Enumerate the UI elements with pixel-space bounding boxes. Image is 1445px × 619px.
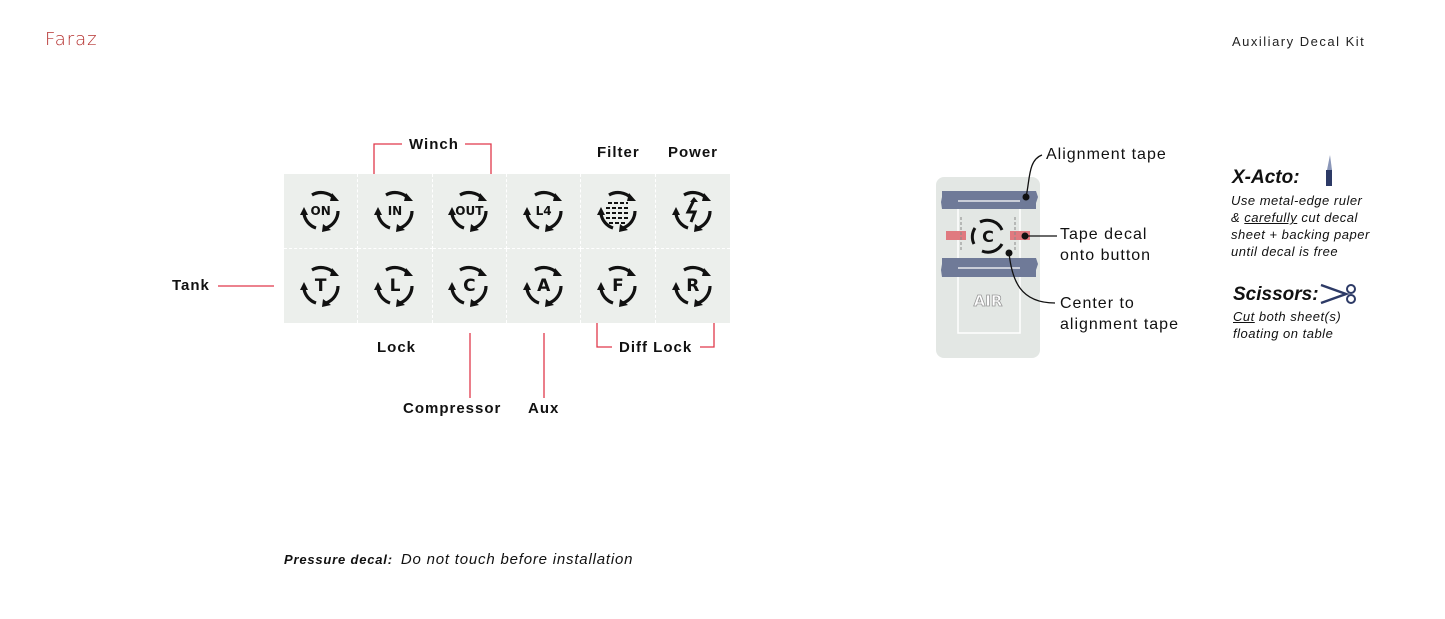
page-title: Auxiliary Decal Kit	[1232, 34, 1366, 49]
filter-label: Filter	[597, 144, 640, 161]
xacto-instructions: Use metal-edge ruler & carefully cut dec…	[1231, 193, 1370, 259]
decal-text: R	[686, 275, 700, 296]
center-label-2: alignment tape	[1060, 316, 1179, 333]
decal-cell: T	[284, 248, 359, 323]
decal-l-icon: L	[370, 261, 420, 311]
decal-text: L4	[535, 203, 552, 218]
decal-letter: C	[982, 227, 994, 246]
tape-decal-label-1: Tape decal	[1060, 226, 1148, 243]
filter-icon	[593, 186, 643, 236]
decal-cell: L4	[507, 174, 582, 249]
decal-a-icon: A	[519, 261, 569, 311]
decal-in-icon: IN	[370, 186, 420, 236]
scissors-instructions: Cut both sheet(s) floating on table	[1233, 309, 1342, 341]
decal-c-icon: C	[444, 261, 494, 311]
decal-cell: C	[433, 248, 507, 323]
decal-tape-left	[946, 231, 966, 240]
decal-cell: L	[358, 248, 433, 323]
decal-cell	[655, 174, 730, 249]
winch-label: Winch	[409, 136, 459, 153]
decal-cell: A	[507, 248, 582, 323]
decal-on-icon: ON	[296, 186, 346, 236]
compressor-label: Compressor	[403, 400, 502, 417]
power-icon	[668, 186, 718, 236]
decal-cell	[581, 174, 656, 249]
alignment-tape-top	[941, 191, 1038, 209]
decal-text: F	[612, 275, 624, 296]
xacto-knife-icon	[1326, 155, 1332, 186]
decal-text: C	[463, 275, 476, 296]
decal-out-icon: OUT	[444, 186, 494, 236]
decal-cell: ON	[284, 174, 359, 249]
brand-logo: Faraz	[45, 29, 98, 50]
aux-label: Aux	[528, 400, 560, 417]
decal-tape-right	[1010, 231, 1030, 240]
scissors-icon	[1320, 283, 1356, 305]
diff-lock-label: Diff Lock	[619, 339, 693, 356]
decal-cell: R	[656, 249, 730, 324]
decal-text: OUT	[455, 203, 484, 218]
pressure-decal-note: Pressure decal:Do not touch before insta…	[284, 551, 634, 568]
tank-label: Tank	[172, 277, 210, 294]
decal-icon	[970, 218, 1004, 254]
lock-label: Lock	[377, 339, 417, 356]
decal-cell: OUT	[432, 174, 507, 249]
scissors-title: Scissors:	[1233, 284, 1319, 305]
decal-text: L	[389, 275, 401, 296]
decal-f-icon: F	[593, 261, 643, 311]
tape-decal-label-2: onto button	[1060, 247, 1152, 264]
xacto-title: X-Acto:	[1232, 167, 1300, 188]
decal-text: IN	[387, 203, 403, 218]
alignment-tape-label: Alignment tape	[1046, 146, 1167, 163]
decal-cell: IN	[358, 174, 433, 249]
decal-l4-icon: L4	[519, 186, 569, 236]
decal-text: T	[314, 275, 327, 296]
decal-text: ON	[310, 203, 331, 218]
decal-cell: F	[581, 248, 656, 323]
decal-r-icon: R	[668, 261, 718, 311]
decal-t-icon: T	[296, 261, 346, 311]
button-label: AIR	[974, 292, 1003, 310]
install-diagram: C AIR	[936, 154, 1057, 358]
power-label: Power	[668, 144, 719, 161]
decal-text: A	[537, 275, 551, 296]
center-label-1: Center to	[1060, 295, 1135, 312]
